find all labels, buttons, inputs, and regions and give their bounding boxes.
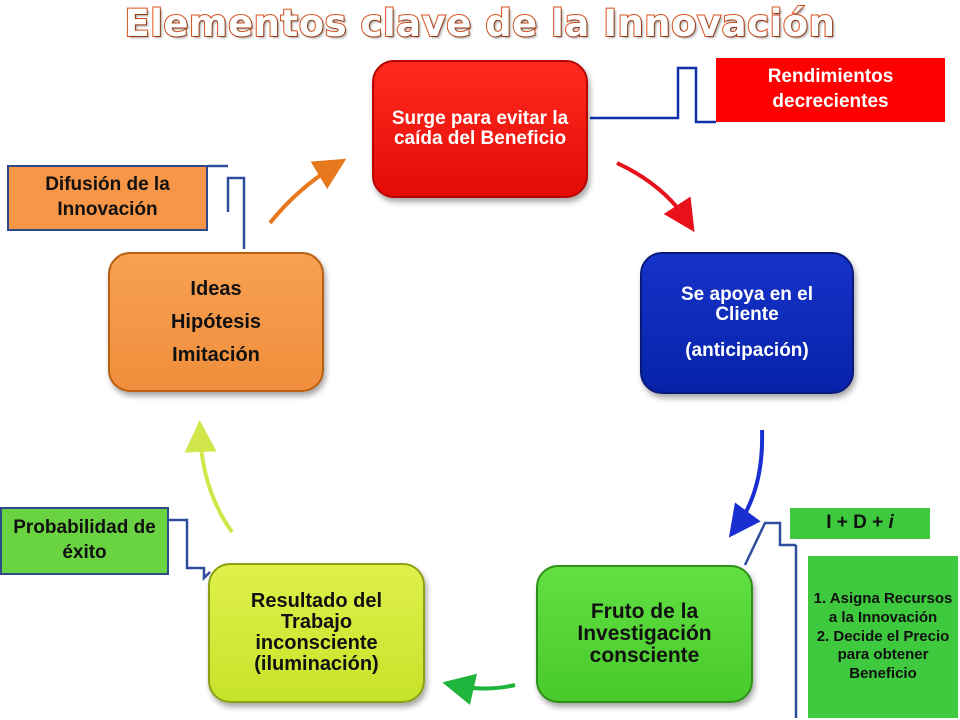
- node-client-line-2: (anticipación): [685, 339, 809, 361]
- node-client-line-1: Se apoya en el Cliente: [680, 284, 813, 326]
- arrow-result-to-ideas: [184, 420, 234, 534]
- label-probability: Probabilidad de éxito: [0, 507, 169, 575]
- diagram-title: Elementos clave de la Innovación: [123, 1, 836, 46]
- node-ideas-line-2: Hipótesis: [170, 310, 262, 333]
- node-benefit-text: Surge para evitar la caída del Beneficio: [391, 108, 569, 149]
- arrow-research-to-result: [442, 673, 516, 706]
- label-idi-suffix: i: [888, 512, 894, 534]
- arrow-client-to-research: [728, 429, 765, 538]
- label-diminishing-returns: Rendimientos decrecientes: [716, 58, 945, 122]
- bracket-idi: [743, 521, 798, 718]
- label-assign-item-2: 2. Decide el Precio para obtener Benefic…: [816, 627, 950, 683]
- arrow-ideas-to-benefit: [268, 158, 347, 225]
- bracket-diminishing: [590, 66, 716, 124]
- node-client: Se apoya en el Cliente (anticipación): [640, 252, 854, 394]
- label-assign-item-1: 1. Asigna Recursos a la Innovación: [813, 590, 953, 626]
- label-diffusion: Difusión de la Innovación: [7, 165, 208, 231]
- bracket-diffusion: [208, 164, 246, 249]
- node-research: Fruto de la Investigación consciente: [536, 565, 753, 703]
- label-assign: 1. Asigna Recursos a la Innovación 2. De…: [808, 556, 958, 718]
- node-benefit: Surge para evitar la caída del Beneficio: [372, 60, 588, 198]
- node-result: Resultado del Trabajo inconsciente (ilum…: [208, 563, 425, 703]
- node-ideas-line-3: Imitación: [172, 343, 260, 366]
- bracket-probability: [169, 518, 211, 582]
- label-idi: I + D + i: [790, 508, 930, 539]
- node-research-text: Fruto de la Investigación consciente: [577, 599, 712, 668]
- node-ideas-line-1: Ideas: [190, 277, 242, 300]
- arrow-benefit-to-client: [616, 161, 695, 233]
- label-idi-prefix: I + D +: [826, 512, 889, 534]
- node-ideas: Ideas Hipótesis Imitación: [108, 252, 324, 392]
- node-result-text: Resultado del Trabajo inconsciente (ilum…: [250, 590, 383, 675]
